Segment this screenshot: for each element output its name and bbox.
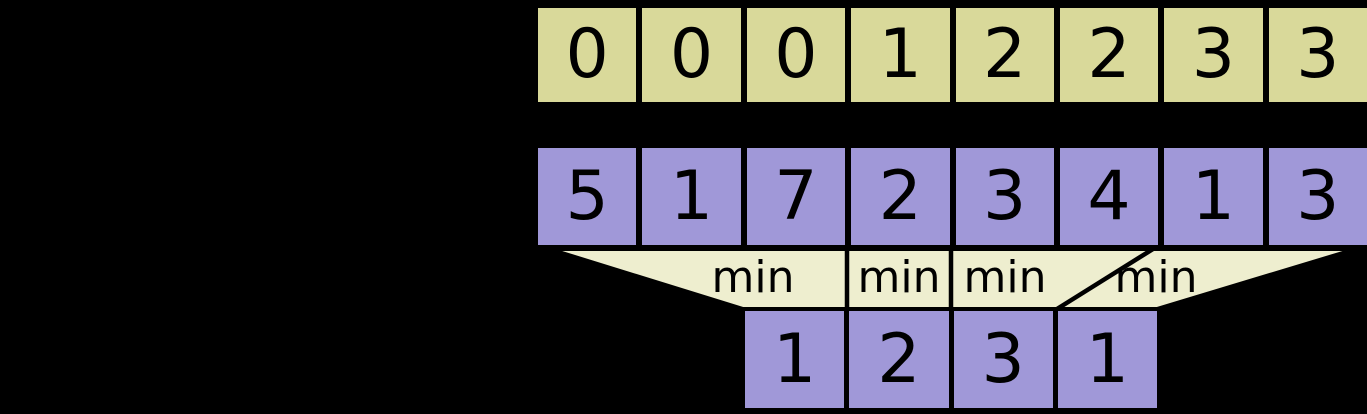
block-index-cell: 2	[1059, 8, 1159, 102]
array-cell: 3	[1268, 148, 1367, 245]
min-label: min	[1115, 252, 1198, 303]
min-label: min	[858, 252, 941, 303]
block-index-cell: 2	[955, 8, 1054, 102]
block-index-cell: 0	[746, 8, 846, 102]
block-min-cell: 2	[849, 311, 949, 408]
block-index-cell: 3	[1268, 8, 1367, 102]
min-label: min	[712, 252, 795, 303]
funnel-divider-diagonal	[1055, 247, 1155, 311]
array-cell: 5	[538, 148, 637, 245]
array-cell: 4	[1059, 148, 1159, 245]
block-index-cell: 1	[851, 8, 950, 102]
array-cell: 1	[1164, 148, 1263, 245]
block-index-row: 0 0 0 1 2 2 3 3	[538, 8, 1367, 102]
array-cell: 3	[955, 148, 1054, 245]
block-min-cell: 3	[953, 311, 1053, 408]
block-min-cell: 1	[1057, 311, 1157, 408]
block-min-cell: 1	[745, 311, 845, 408]
array-cell: 2	[851, 148, 950, 245]
block-min-row: 1 2 3 1	[745, 311, 1157, 408]
block-index-cell: 0	[538, 8, 637, 102]
min-label: min	[964, 252, 1047, 303]
block-index-cell: 3	[1164, 8, 1263, 102]
array-row: 5 1 7 2 3 4 1 3	[538, 148, 1367, 245]
array-cell: 7	[746, 148, 846, 245]
block-index-cell: 0	[642, 8, 741, 102]
array-cell: 1	[642, 148, 741, 245]
